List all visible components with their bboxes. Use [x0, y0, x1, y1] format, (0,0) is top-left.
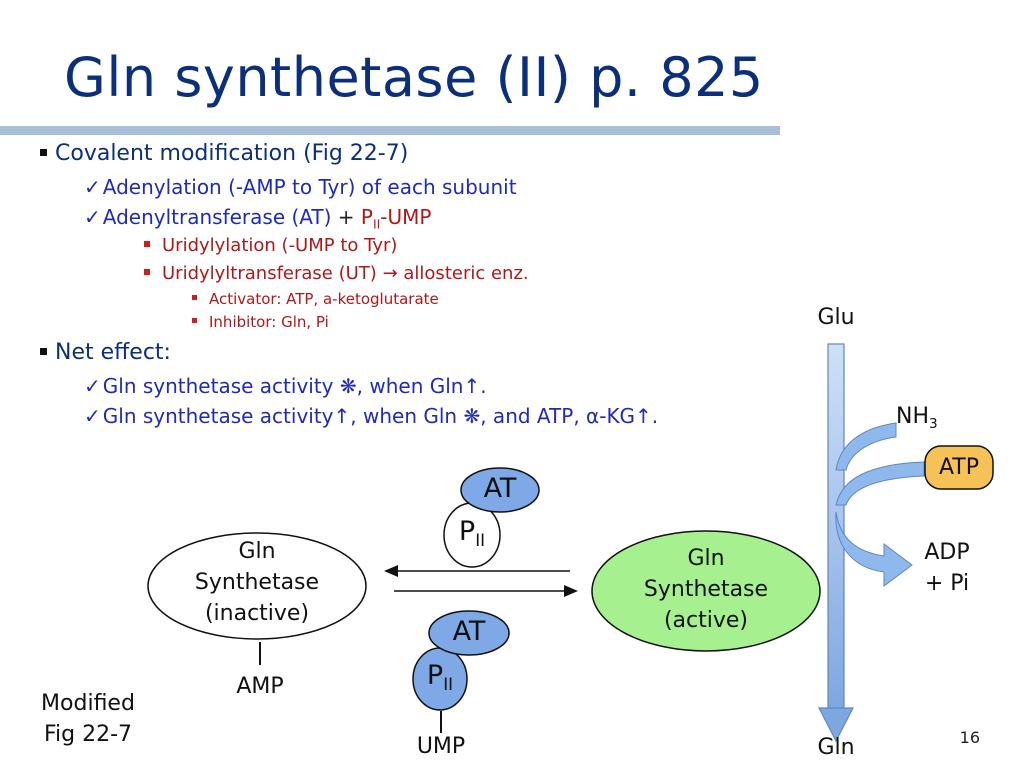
atp-input-arrow [835, 461, 925, 506]
page-number: 16 [959, 728, 980, 747]
checkmark-icon: ✓ [84, 404, 101, 428]
bullet-inhibitor: Inhibitor: Gln, Pi [192, 313, 329, 331]
gln-label: Gln [817, 735, 855, 760]
bullet-adenylation: ✓Adenylation (-AMP to Tyr) of each subun… [84, 175, 517, 199]
square-bullet-icon [40, 148, 47, 156]
amp-label: AMP [236, 674, 284, 699]
atp-label: ATP [938, 455, 980, 480]
bullet-adenyltransferase: ✓Adenyltransferase (AT) + PII-UMP [84, 205, 432, 232]
bullet-activity-down: ✓Gln synthetase activity ❋, when Gln↑. [84, 374, 487, 398]
bullet-uridylyltransferase: Uridylyltransferase (UT) → allosteric en… [144, 263, 529, 284]
glu-label: Glu [817, 305, 855, 330]
at-top-label: AT [483, 473, 517, 504]
bullet-activator: Activator: ATP, a-ketoglutarate [192, 290, 439, 308]
square-bullet-icon [192, 295, 197, 300]
bullet-uridylylation: Uridylylation (-UMP to Tyr) [144, 235, 397, 256]
square-bullet-icon [192, 318, 197, 323]
right-arrow-icon: → [382, 263, 398, 284]
inactive-synthetase-ellipse [147, 532, 367, 640]
ump-label: UMP [416, 734, 466, 759]
bullet-activity-up: ✓Gln synthetase activity↑, when Gln ❋, a… [84, 404, 659, 428]
inactive-synthetase-label: Gln Synthetase (inactive) [194, 539, 320, 626]
figure-caption: Modified Fig 22-7 [41, 691, 135, 747]
nh3-input-arrow [835, 422, 897, 471]
nh3-label: NH3 [896, 404, 938, 432]
forward-arrow [394, 585, 578, 597]
atp-box [924, 445, 994, 490]
pii-bottom-label: PII [426, 660, 454, 694]
checkmark-icon: ✓ [84, 374, 101, 398]
pii-top-label: PII [458, 516, 486, 550]
bullet-net-effect: Net effect: [40, 340, 171, 365]
title-divider [0, 126, 780, 135]
adp-output-arrow [835, 511, 913, 587]
checkmark-icon: ✓ [84, 205, 101, 229]
decrease-symbol-icon: ❋ [339, 374, 357, 398]
active-synthetase-ellipse [591, 530, 821, 652]
reverse-arrow [384, 565, 570, 577]
at-bottom-ellipse [428, 610, 510, 656]
slide-title: Gln synthetase (II) p. 825 [64, 46, 764, 109]
at-bottom-label: AT [452, 616, 486, 647]
bullet-covalent-modification: Covalent modification (Fig 22-7) [40, 141, 408, 166]
adp-pi-label: ADP + Pi [924, 540, 970, 596]
square-bullet-icon [40, 347, 47, 355]
checkmark-icon: ✓ [84, 175, 101, 199]
square-bullet-icon [144, 241, 150, 247]
square-bullet-icon [144, 269, 150, 275]
active-synthetase-label: Gln Synthetase (active) [643, 546, 769, 633]
decrease-symbol-icon: ❋ [463, 404, 481, 428]
at-top-ellipse [460, 467, 540, 513]
